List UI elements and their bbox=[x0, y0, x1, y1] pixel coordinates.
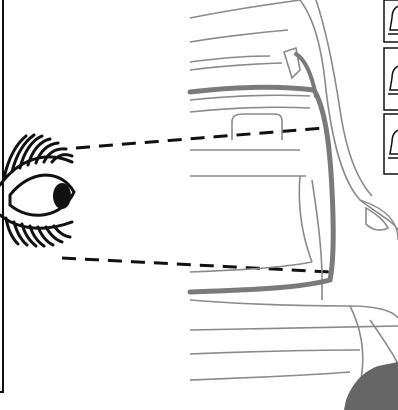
latch-icon bbox=[388, 5, 398, 35]
left-frame-line bbox=[0, 0, 4, 393]
latch-icon bbox=[388, 65, 398, 95]
latch-icon bbox=[388, 129, 398, 159]
latch-panel-stack bbox=[383, 0, 398, 175]
car-rear-drawing bbox=[189, 0, 398, 385]
boot-seal-strip bbox=[187, 52, 336, 295]
car-shadow bbox=[344, 362, 398, 410]
eye-icon bbox=[0, 133, 76, 248]
